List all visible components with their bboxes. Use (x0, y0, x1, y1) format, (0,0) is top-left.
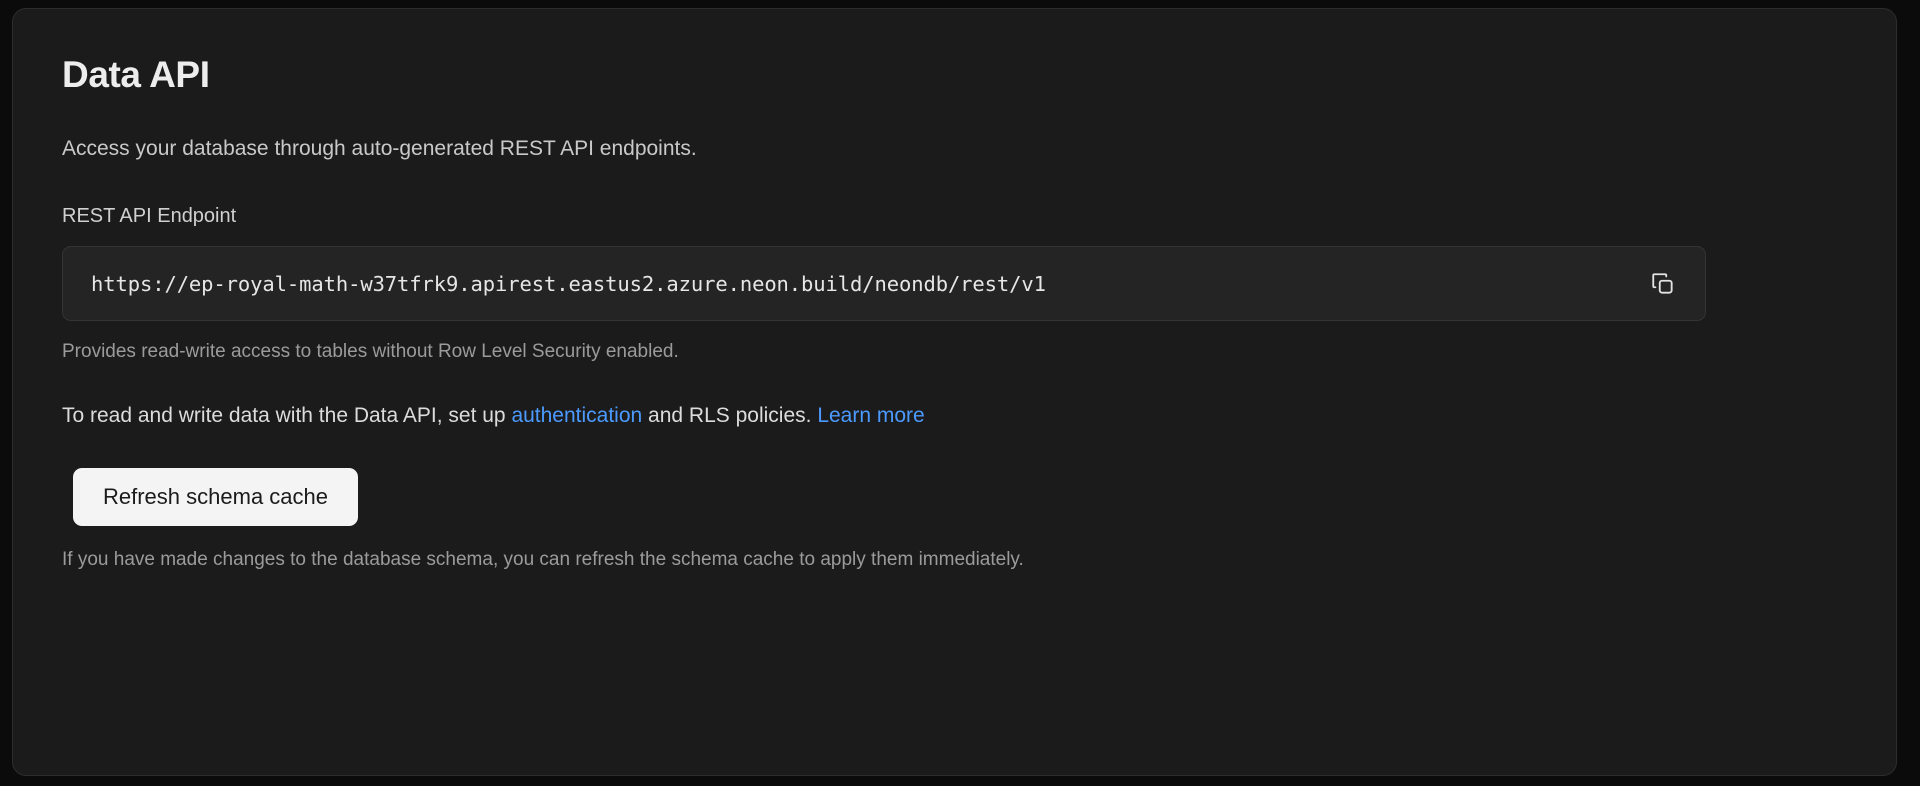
copy-icon (1650, 271, 1676, 297)
data-api-info-text: To read and write data with the Data API… (62, 402, 1847, 430)
copy-endpoint-button[interactable] (1643, 264, 1683, 304)
data-api-card: Data API Access your database through au… (12, 8, 1897, 776)
info-middle: and RLS policies. (642, 404, 818, 427)
page-title: Data API (62, 54, 210, 95)
rest-api-endpoint-label: REST API Endpoint (62, 205, 237, 227)
info-prefix: To read and write data with the Data API… (62, 404, 512, 427)
endpoint-helper-text: Provides read-write access to tables wit… (62, 341, 679, 362)
rest-api-endpoint-input[interactable] (91, 269, 1643, 298)
refresh-schema-footnote: If you have made changes to the database… (62, 549, 1024, 570)
card-subtitle: Access your database through auto-genera… (62, 137, 697, 160)
authentication-link[interactable]: authentication (511, 404, 643, 427)
refresh-schema-cache-button[interactable]: Refresh schema cache (73, 468, 358, 526)
learn-more-link[interactable]: Learn more (817, 404, 925, 427)
rest-api-endpoint-field[interactable] (62, 246, 1706, 321)
